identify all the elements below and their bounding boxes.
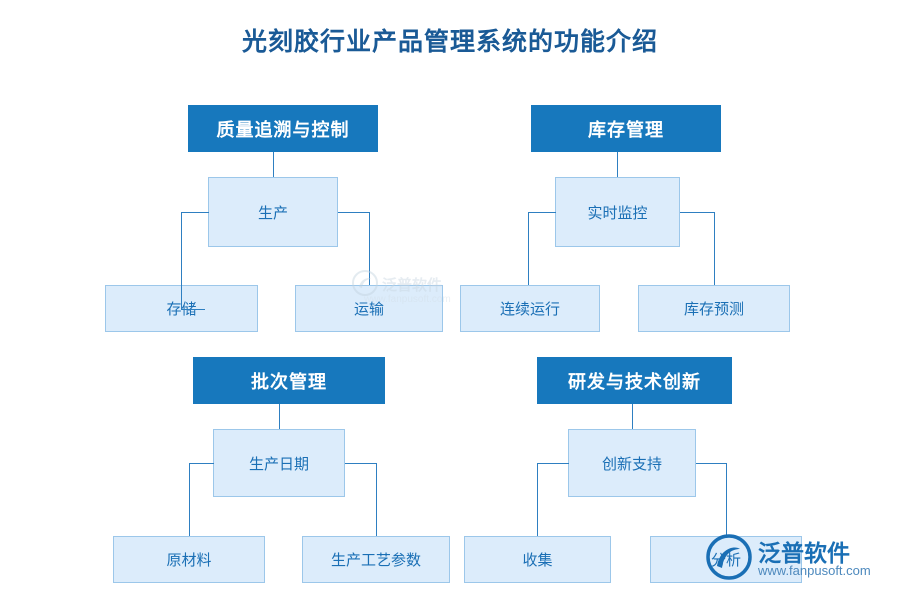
connector-2-leaf1-stem [528, 212, 529, 285]
connector-1-middle-left [181, 212, 209, 213]
brand-logo: 泛普软件 www.fanpusoft.com [706, 532, 886, 586]
logo-brand-name: 泛普软件 [758, 540, 850, 566]
connector-1-middle-right [338, 212, 369, 213]
section-1-leaf-node-2: 运输 [295, 285, 443, 332]
connector-4-middle-right [696, 463, 726, 464]
connector-3-leaf1-stem [189, 463, 190, 536]
connector-4-leaf1-stem [537, 463, 538, 536]
connector-2-middle-left [528, 212, 556, 213]
section-header-2: 库存管理 [531, 105, 721, 152]
connector-3-leaf2-stem [376, 463, 377, 536]
section-header-4: 研发与技术创新 [537, 357, 732, 404]
logo-url: www.fanpusoft.com [758, 563, 871, 578]
section-header-3: 批次管理 [193, 357, 385, 404]
connector-2-leaf2-stem [714, 212, 715, 285]
section-2-leaf-node-1: 连续运行 [460, 285, 600, 332]
connector-4-middle-left [537, 463, 569, 464]
section-3-middle-node: 生产日期 [213, 429, 345, 497]
connector-3-middle-right [345, 463, 376, 464]
section-2-middle-node: 实时监控 [555, 177, 680, 247]
connector-3-middle-left [189, 463, 214, 464]
connector-1-header-to-middle [273, 152, 274, 177]
section-2-leaf-node-2: 库存预测 [638, 285, 790, 332]
fanpu-logo-icon [706, 534, 752, 585]
connector-4-leaf2-stem [726, 463, 727, 536]
section-3-leaf-node-2: 生产工艺参数 [302, 536, 450, 583]
section-header-1: 质量追溯与控制 [188, 105, 378, 152]
connector-4-header-to-middle [632, 404, 633, 429]
connector-2-header-to-middle [617, 152, 618, 177]
connector-1-leaf2-stem [369, 212, 370, 285]
connector-2-middle-right [680, 212, 714, 213]
section-4-middle-node: 创新支持 [568, 429, 696, 497]
page-title: 光刻胶行业产品管理系统的功能介绍 [241, 28, 658, 56]
section-4-leaf-node-1: 收集 [464, 536, 611, 583]
section-4-leaf-node-2: 分析 [650, 536, 802, 583]
connector-1-middle-stem [181, 212, 182, 309]
section-3-leaf-node-1: 原材料 [113, 536, 265, 583]
connector-3-header-to-middle [279, 404, 280, 429]
section-1-middle-node: 生产 [208, 177, 338, 247]
connector-1-leaf1-link [181, 309, 205, 310]
